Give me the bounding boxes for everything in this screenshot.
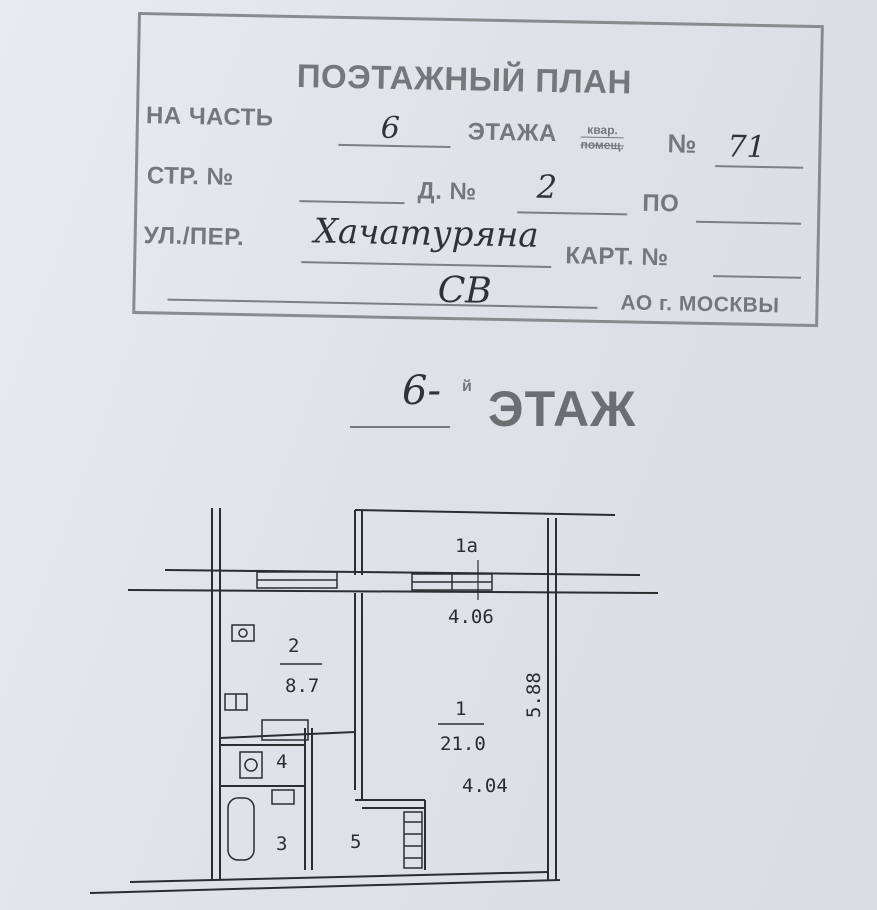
label-na-chast: НА ЧАСТЬ	[145, 102, 274, 132]
label-ul-per: УЛ./ПЕР.	[143, 222, 245, 252]
room-5-number: 5	[350, 831, 361, 853]
label-str-number: СТР. №	[146, 162, 235, 191]
part-value: 6	[380, 110, 401, 147]
label-ao-moskvy: АО г. МОСКВЫ	[620, 291, 780, 318]
room-1-number: 1	[455, 698, 466, 720]
room-2-area: 8.7	[285, 675, 319, 697]
floor-number-value: 6-	[402, 368, 441, 414]
floor-plan-stamp: ПОЭТАЖНЫЙ ПЛАН НА ЧАСТЬ 6 ЭТАЖА квар. по…	[132, 12, 828, 343]
floor-suffix: й	[462, 378, 472, 395]
frac-kvar: квар.	[580, 122, 625, 139]
label-number: №	[667, 128, 698, 159]
floor-underline	[350, 426, 450, 428]
interior-walls	[219, 593, 426, 870]
kvar-pomeshch-fraction: квар. помещ.	[580, 122, 625, 153]
label-etazha: ЭТАЖА	[467, 118, 558, 148]
label-dom-number: Д. №	[417, 177, 478, 206]
windows	[256, 571, 493, 591]
room-1-height: 5.88	[523, 672, 545, 718]
room-3-number: 3	[276, 833, 287, 855]
apartment-floor-plan: 1а 4.06 2 8.7 1 21.0 4.04 5.88 4 3 5	[89, 508, 659, 894]
stamp-title: ПОЭТАЖНЫЙ ПЛАН	[296, 57, 633, 101]
room-4-number: 4	[276, 751, 287, 773]
plan-labels: 1а 4.06 2 8.7 1 21.0 4.04 5.88 4 3 5	[276, 535, 545, 855]
house-number-value: 2	[536, 167, 558, 207]
room-1a-number: 1а	[455, 535, 478, 557]
apt-number-value: 71	[727, 129, 767, 166]
floor-heading: 6- й ЭТАЖ	[350, 368, 680, 448]
floor-title: ЭТАЖ	[488, 381, 637, 437]
district-value: СВ	[437, 269, 493, 312]
frac-pomeshch: помещ.	[580, 137, 625, 153]
fixtures	[224, 624, 423, 869]
exterior-walls	[89, 508, 659, 894]
street-value: Хачатуряна	[313, 211, 539, 256]
label-po: ПО	[642, 189, 680, 218]
room-2-number: 2	[288, 635, 299, 657]
label-kart-number: КАРТ. №	[565, 242, 669, 272]
room-1a-dimension: 4.06	[448, 606, 494, 628]
room-1-width: 4.04	[462, 775, 508, 797]
room-1-area: 21.0	[440, 733, 486, 755]
